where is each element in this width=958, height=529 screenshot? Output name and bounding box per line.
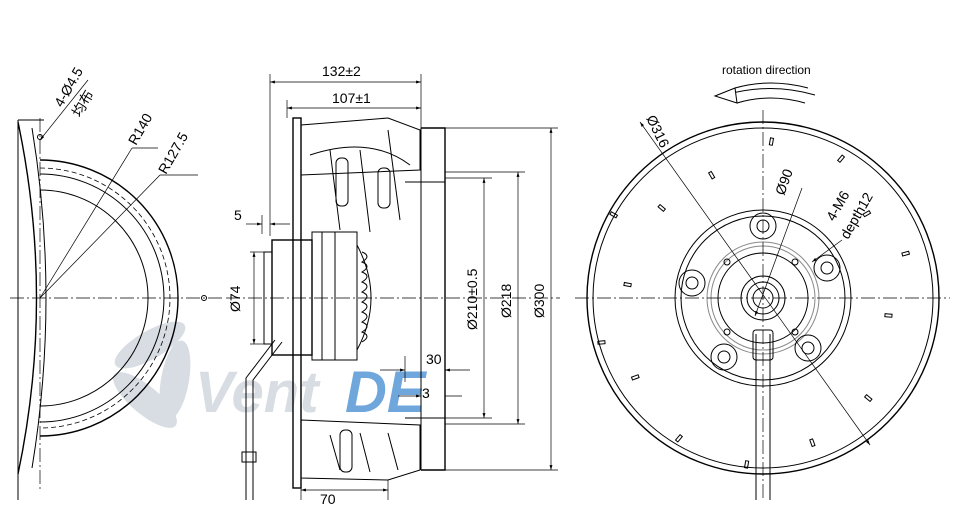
dim-210-label: Ø210±0.5 [464,268,480,330]
watermark-fan-icon [113,321,191,428]
dim-300-label: Ø300 [531,284,547,318]
dim-218-label: Ø218 [498,284,514,318]
watermark-text-accent: DE [345,360,428,425]
dim-5-label: 5 [234,207,242,223]
length-132-label: 132±2 [322,63,361,79]
rotation-direction-label: rotation direction [722,63,811,77]
dim-70-label: 70 [320,491,336,507]
blade-slots [597,137,911,469]
dim-90-label: Ø90 [772,166,796,197]
watermark-text: Vent [195,360,321,425]
dim-30-label: 30 [426,351,442,367]
dim-316-label: Ø316 [643,112,672,150]
dim-74-label: Ø74 [227,285,243,312]
front-view: rotation direction Ø316 Ø90 4-M6 depth12 [575,63,950,500]
radius-140-label: R140 [125,110,156,147]
side-view: 132±2 107±1 [226,63,560,507]
dim-3-label: 3 [422,385,430,401]
radius-127-label: R127.5 [155,129,192,176]
left-partial-view: 4-Ø4.5 均布 R140 R127.5 [10,64,222,500]
length-107-label: 107±1 [332,90,371,106]
watermark: Vent DE [113,321,428,428]
